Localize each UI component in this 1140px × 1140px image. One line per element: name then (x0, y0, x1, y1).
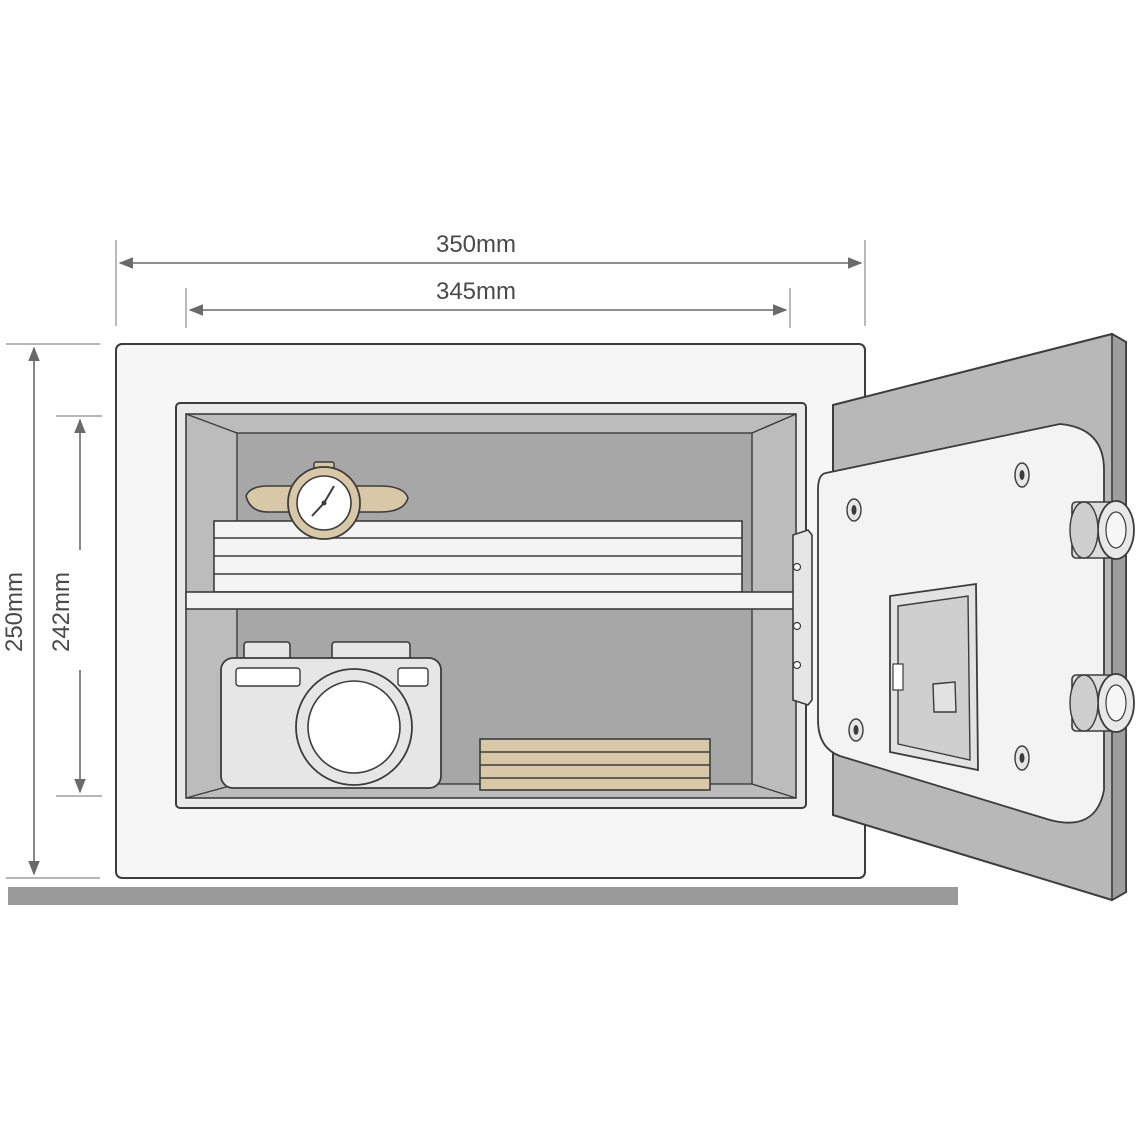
safe-body (115, 343, 866, 879)
locking-bolt-icon (1069, 500, 1135, 560)
screw-icon (1014, 745, 1030, 771)
outer-height-label: 250mm (1, 572, 28, 652)
outer-width-label: 350mm (436, 231, 516, 258)
floor-bar (8, 887, 958, 905)
screw-icon (848, 718, 864, 742)
keypad-panel (889, 582, 979, 772)
safe-door (817, 332, 1135, 902)
inner-height-label: 242mm (48, 572, 75, 652)
watch-icon (245, 461, 409, 540)
shelf (185, 591, 797, 610)
camera-icon (220, 641, 442, 789)
screw-icon (1014, 462, 1030, 488)
stacked-envelopes (479, 738, 711, 791)
inner-width-label: 345mm (436, 278, 516, 305)
outer-height-dimension: 250mm (1, 343, 100, 879)
stacked-papers (213, 520, 743, 593)
inner-height-dimension: 242mm (48, 415, 102, 797)
outer-width-dimension: 350mm (115, 228, 866, 326)
inner-width-dimension: 345mm (185, 276, 791, 328)
hinge (792, 529, 813, 706)
locking-bolt-icon (1069, 673, 1135, 733)
screw-icon (846, 498, 862, 522)
